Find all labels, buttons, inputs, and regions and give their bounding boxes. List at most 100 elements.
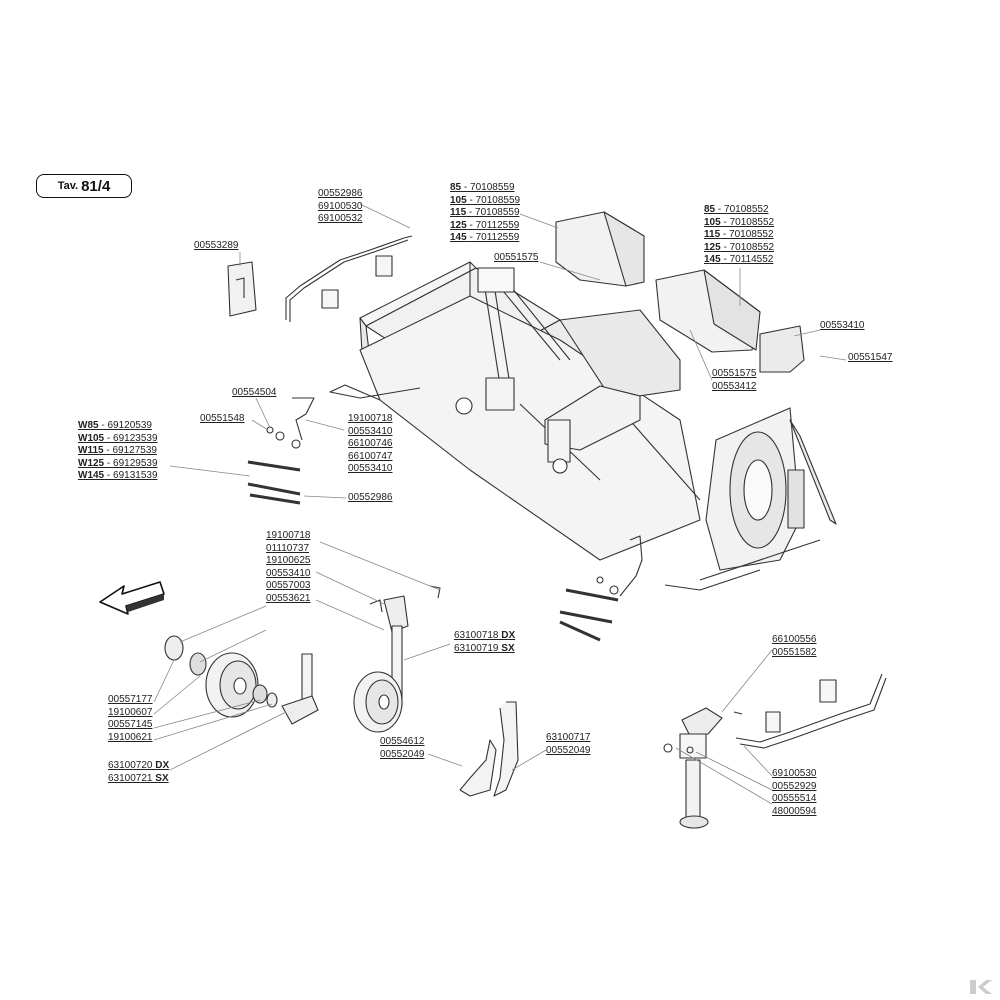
part-number-line: 00553410	[266, 568, 311, 581]
part-number-line: 00552049	[546, 745, 591, 758]
part-number: - 70108552	[720, 241, 775, 253]
part-number: 69100530	[318, 200, 363, 212]
part-number: 63100719	[454, 642, 499, 654]
part-number-line: 145 - 70112559	[450, 232, 520, 245]
model-size-label: 145	[704, 254, 721, 265]
part-number-line: 00552986	[318, 188, 363, 201]
part-number: - 70108552	[720, 216, 775, 228]
part-number-line: 115 - 70108559	[450, 207, 520, 220]
part-number: - 70112559	[466, 232, 520, 243]
part-number: 00553410	[348, 425, 393, 437]
part-number-line: 01110737	[266, 543, 311, 556]
side-suffix: DX	[152, 760, 170, 771]
left-depth-wheel	[164, 635, 319, 725]
part-number-line: 115 - 70108552	[704, 229, 774, 242]
part-group: 00553410	[820, 320, 865, 333]
top-handle	[285, 235, 413, 322]
part-number: - 70108559	[466, 194, 521, 206]
part-number: 00553410	[820, 320, 865, 331]
part-number: 00552986	[318, 188, 363, 199]
part-number: - 70108559	[461, 182, 515, 193]
part-number: 63100721	[108, 772, 153, 784]
part-number: 01110737	[266, 542, 310, 554]
model-size-label: W115	[78, 445, 104, 456]
part-number-line: 19100718	[266, 530, 311, 543]
part-number: 00553410	[348, 463, 393, 474]
part-number: 19100607	[108, 706, 153, 718]
part-group: 00551575	[494, 252, 539, 265]
left-side-hardware	[247, 397, 315, 505]
part-number-line: 00551548	[200, 413, 245, 426]
part-number: 00553289	[194, 240, 239, 251]
model-size-label: W125	[78, 457, 105, 469]
part-number-line: 00555514	[772, 793, 817, 806]
part-number-line: 00552929	[772, 781, 817, 794]
part-number: 66100556	[772, 634, 817, 645]
guard-bracket-part	[227, 261, 257, 317]
part-number: 00554612	[380, 736, 425, 747]
right-depth-wheel	[353, 585, 441, 733]
part-number-line: 69100530	[772, 768, 817, 781]
headstock-a-frame	[455, 267, 641, 474]
part-number-line: 63100721 SX	[108, 773, 169, 786]
model-size-label: 125	[704, 241, 721, 253]
part-number: 00553410	[266, 567, 311, 579]
part-number: 48000594	[772, 805, 817, 817]
right-handle	[735, 673, 887, 749]
part-number-line: 00553410	[348, 426, 393, 439]
brand-watermark-icon	[970, 980, 992, 994]
part-number: - 70108559	[466, 207, 520, 218]
part-number-line: 00553621	[266, 593, 311, 606]
part-number: 00551575	[712, 368, 757, 379]
part-number: - 70108552	[715, 204, 769, 215]
part-group: 00554504	[232, 387, 277, 400]
part-number-line: 19100625	[266, 555, 311, 568]
side-gearbox	[699, 407, 837, 581]
part-number: - 69131539	[104, 470, 158, 481]
part-number: 19100625	[266, 555, 311, 566]
plate-prefix: Tav.	[57, 180, 79, 192]
part-number: 00551547	[848, 352, 893, 363]
part-number: 63100717	[546, 732, 591, 743]
model-size-label: W145	[78, 470, 105, 481]
side-suffix: SX	[152, 772, 169, 784]
part-number-line: 63100719 SX	[454, 643, 515, 656]
part-number: 00551548	[200, 413, 245, 424]
model-size-label: 85	[704, 204, 716, 215]
part-number: 00552986	[348, 492, 393, 503]
part-number: 00557145	[108, 719, 153, 730]
part-number: - 69129539	[104, 457, 158, 469]
part-number: 00555514	[772, 793, 817, 804]
model-size-label: 125	[450, 219, 467, 231]
part-number-line: W115 - 69127539	[78, 445, 158, 458]
part-number-line: 00553410	[348, 463, 393, 476]
part-number: - 70108552	[720, 229, 774, 240]
part-number: 66100746	[348, 438, 393, 449]
part-number-line: 145 - 70114552	[704, 254, 774, 267]
model-size-label: 85	[450, 182, 462, 193]
part-number-line: 63100717	[546, 732, 591, 745]
part-number: 19100718	[266, 530, 311, 541]
part-number-line: 66100556	[772, 634, 817, 647]
model-size-label: 105	[450, 194, 467, 206]
part-number-line: 00557145	[108, 719, 153, 732]
part-number-line: 00551575	[494, 252, 539, 265]
part-number-line: 19100621	[108, 732, 153, 745]
part-number: 00553412	[712, 380, 757, 392]
part-number: 00552049	[546, 744, 591, 756]
part-number: - 70112559	[466, 219, 520, 231]
model-size-label: 115	[704, 229, 721, 240]
part-number: 63100718	[454, 630, 499, 641]
part-number-line: 125 - 70112559	[450, 220, 520, 233]
part-number: 69100530	[772, 768, 817, 779]
